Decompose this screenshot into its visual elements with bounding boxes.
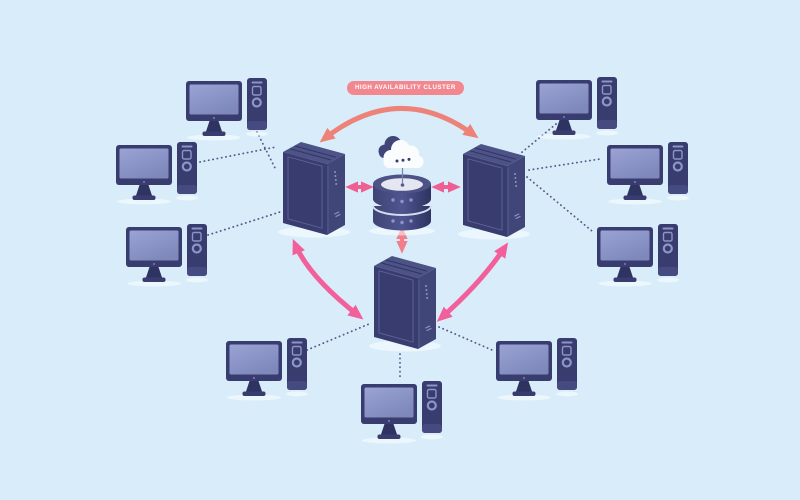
cloud-icon [378,136,424,184]
server-right [457,143,531,240]
cluster-banner: HIGH AVAILABILITY CLUSTER [347,81,464,95]
client-computer-bottom-right [494,336,580,402]
database-led [391,219,395,223]
database-led [400,220,404,225]
client-computer-bottom-left [224,336,310,402]
client-computer-bottom-center [359,379,445,445]
client-computer-right-upper [605,140,691,206]
link-client-bottom-left [306,323,370,351]
database-led [391,198,395,202]
client-computer-right-lower [595,222,681,288]
link-client-top-right [520,123,557,154]
database-led [409,198,413,202]
link-client-top-left [252,123,277,171]
cloud-front-layer [383,140,424,168]
client-computer-left-upper [114,140,200,206]
cloud-dot [407,157,411,161]
link-client-right-upper [528,158,601,171]
server-left [277,141,351,238]
ring-arc-top [319,106,479,143]
database-spindle [400,183,405,187]
database-led [409,219,413,223]
server-bottom [368,255,442,352]
link-client-right-lower [526,176,593,232]
link-client-bottom-right [438,326,493,351]
database-led [400,199,404,204]
client-computer-top-left [184,76,270,142]
client-computer-left-lower [124,222,210,288]
ring-arc-right [436,242,509,322]
link-client-left-lower [207,211,281,236]
cloud-dot [401,158,405,162]
link-client-left-upper [199,146,277,163]
database-gap-rim [372,205,432,216]
cloud-dot [395,159,399,163]
ring-arc-left [292,238,364,320]
database-band-lower [373,206,431,231]
database-icon [369,174,435,236]
